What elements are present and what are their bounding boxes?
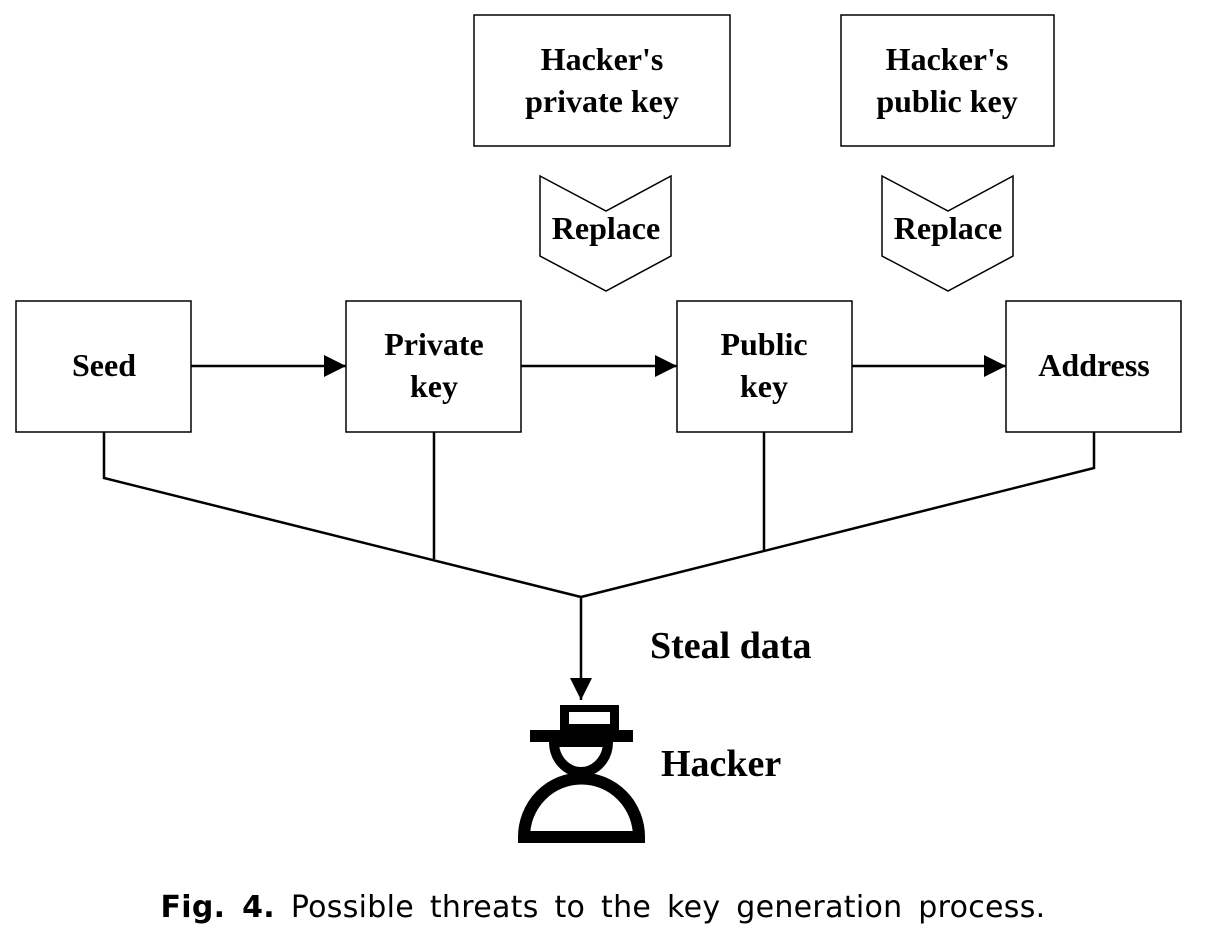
seed-label: Seed: [72, 347, 136, 383]
hacker-public-key-line1: Hacker's: [886, 41, 1009, 77]
replace-label-left: Replace: [552, 210, 660, 246]
hacker-label: Hacker: [661, 743, 781, 785]
private-key-line1: Private: [384, 326, 484, 362]
key-generation-threat-diagram: Hacker's private key Hacker's public key…: [15, 14, 1182, 843]
public-key-line1: Public: [720, 326, 807, 362]
public-key-box: Public key: [676, 300, 853, 433]
private-key-box: Private key: [345, 300, 522, 433]
steal-data-connectors: [102, 432, 1096, 599]
address-label: Address: [1038, 347, 1149, 383]
replace-label-right: Replace: [894, 210, 1002, 246]
address-box: Address: [1005, 300, 1182, 433]
private-key-line2: key: [410, 368, 458, 404]
steal-data-label: Steal data: [650, 625, 812, 667]
replace-chevron-left: Replace: [539, 174, 672, 292]
seed-box: Seed: [15, 300, 192, 433]
hacker-public-key-line2: public key: [876, 83, 1017, 119]
hacker-private-key-box: Hacker's private key: [473, 14, 731, 147]
replace-chevron-right: Replace: [881, 174, 1014, 292]
hacker-public-key-box: Hacker's public key: [840, 14, 1055, 147]
figure-number: Fig. 4.: [160, 890, 275, 925]
connector-seed: [102, 432, 582, 599]
hacker-private-key-line1: Hacker's: [541, 41, 664, 77]
hacker-figure-icon: [517, 705, 646, 843]
figure-caption-text: Possible threats to the key generation p…: [290, 890, 1046, 925]
figure-caption: Fig. 4. Possible threats to the key gene…: [0, 890, 1206, 925]
hacker-private-key-line2: private key: [525, 83, 679, 119]
connector-address: [580, 432, 1096, 599]
public-key-line2: key: [740, 368, 788, 404]
